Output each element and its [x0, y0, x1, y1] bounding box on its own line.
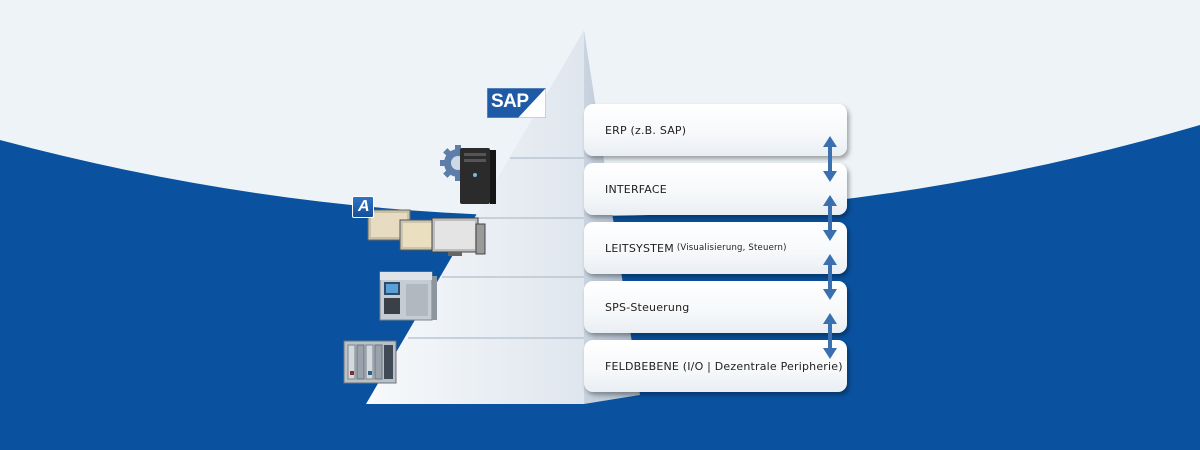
- sap-logo-text: SAP: [491, 91, 529, 112]
- layer-sps: SPS-Steuerung: [584, 281, 847, 333]
- control-system-monitors-icon: A: [352, 196, 492, 262]
- double-arrow-icon: [823, 136, 837, 182]
- double-arrow-icon: [823, 254, 837, 300]
- double-arrow-icon: [823, 195, 837, 241]
- layer-erp: ERP (z.B. SAP): [584, 104, 847, 156]
- layer-label: SPS-Steuerung: [605, 300, 690, 314]
- double-arrow-icon: [823, 313, 837, 359]
- layer-sublabel: (Visualisierung, Steuern): [676, 243, 787, 253]
- app-badge-icon: A: [352, 196, 374, 218]
- layer-label: ERP (z.B. SAP): [605, 123, 687, 137]
- plc-controller-icon: [378, 270, 438, 322]
- server-gear-icon: [440, 145, 502, 207]
- sap-logo: SAP: [486, 87, 547, 119]
- layer-label: INTERFACE: [605, 182, 667, 196]
- layer-interface: INTERFACE: [584, 163, 847, 215]
- layer-feldebene: FELDBEBENE (I/O | Dezentrale Peripherie): [584, 340, 847, 392]
- layer-label: FELDBEBENE (I/O | Dezentrale Peripherie): [605, 359, 843, 373]
- io-modules-icon: [342, 335, 398, 387]
- layer-label: LEITSYSTEM: [605, 241, 674, 255]
- layer-leitsystem: LEITSYSTEM (Visualisierung, Steuern): [584, 222, 847, 274]
